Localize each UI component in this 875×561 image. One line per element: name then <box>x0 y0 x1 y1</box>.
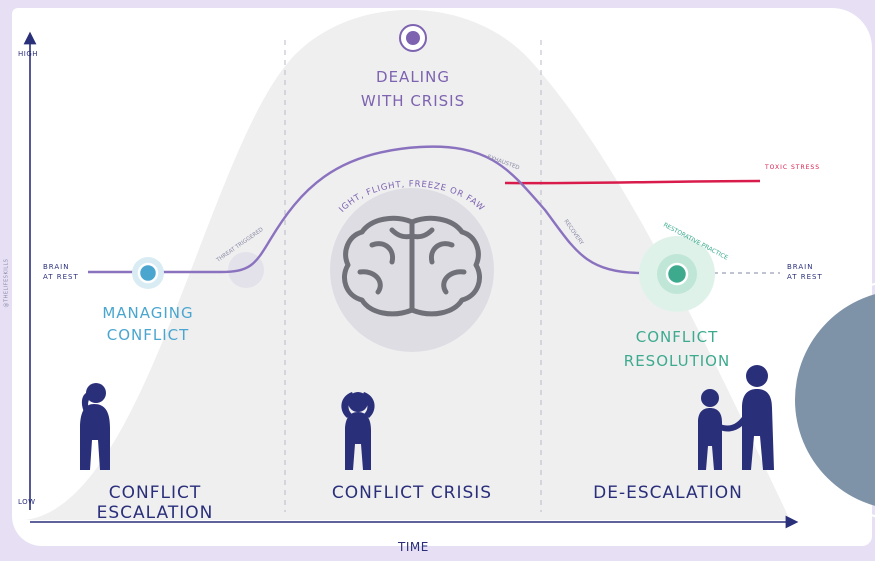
managing-conflict-label: MANAGING CONFLICT <box>88 302 208 346</box>
conflict-resolution-line1: CONFLICT <box>635 328 719 346</box>
toxic-stress-line <box>504 179 761 185</box>
person-stressed-icon <box>341 392 375 470</box>
dealing-with-crisis-line2: WITH CRISIS <box>360 92 466 110</box>
slate-circle-outline <box>784 282 875 518</box>
y-axis-high-label: HIGH <box>18 50 39 58</box>
crisis-marker-dot <box>406 31 420 45</box>
managing-conflict-line1: MANAGING <box>102 304 194 322</box>
brain-at-rest-right-line1: BRAIN <box>787 263 814 271</box>
dealing-with-crisis-label: DEALING WITH CRISIS <box>343 65 483 113</box>
brain-at-rest-right: BRAIN AT REST <box>787 262 823 282</box>
conflict-resolution-line2: RESOLUTION <box>623 352 731 370</box>
slate-circle <box>795 294 875 506</box>
brain-icon <box>342 215 482 317</box>
brain-at-rest-left-line2: AT REST <box>43 273 79 281</box>
brain-at-rest-right-line2: AT REST <box>787 273 823 281</box>
stress-curve <box>88 145 680 275</box>
phase-conflict-crisis: CONFLICT CRISIS <box>331 483 493 503</box>
brain-at-rest-left-line1: BRAIN <box>43 263 70 271</box>
toxic-stress-label: TOXIC STRESS <box>765 164 821 171</box>
phase-de-escalation: DE-ESCALATION <box>593 483 743 503</box>
conflict-resolution-label: CONFLICT RESOLUTION <box>612 325 742 373</box>
dealing-with-crisis-line1: DEALING <box>376 68 450 86</box>
y-axis-low-label: LOW <box>18 498 36 506</box>
managing-marker <box>137 262 159 284</box>
brain-at-rest-left: BRAIN AT REST <box>43 262 79 282</box>
resolution-marker <box>665 262 689 286</box>
x-axis-time-label: TIME <box>398 540 429 554</box>
managing-conflict-line2: CONFLICT <box>106 326 190 344</box>
adult-child-icon <box>698 365 774 470</box>
vertical-note: @THELIFESKILLS <box>3 258 10 308</box>
person-thinking-icon <box>80 383 110 470</box>
phase-conflict-escalation: CONFLICT ESCALATION <box>96 483 214 523</box>
